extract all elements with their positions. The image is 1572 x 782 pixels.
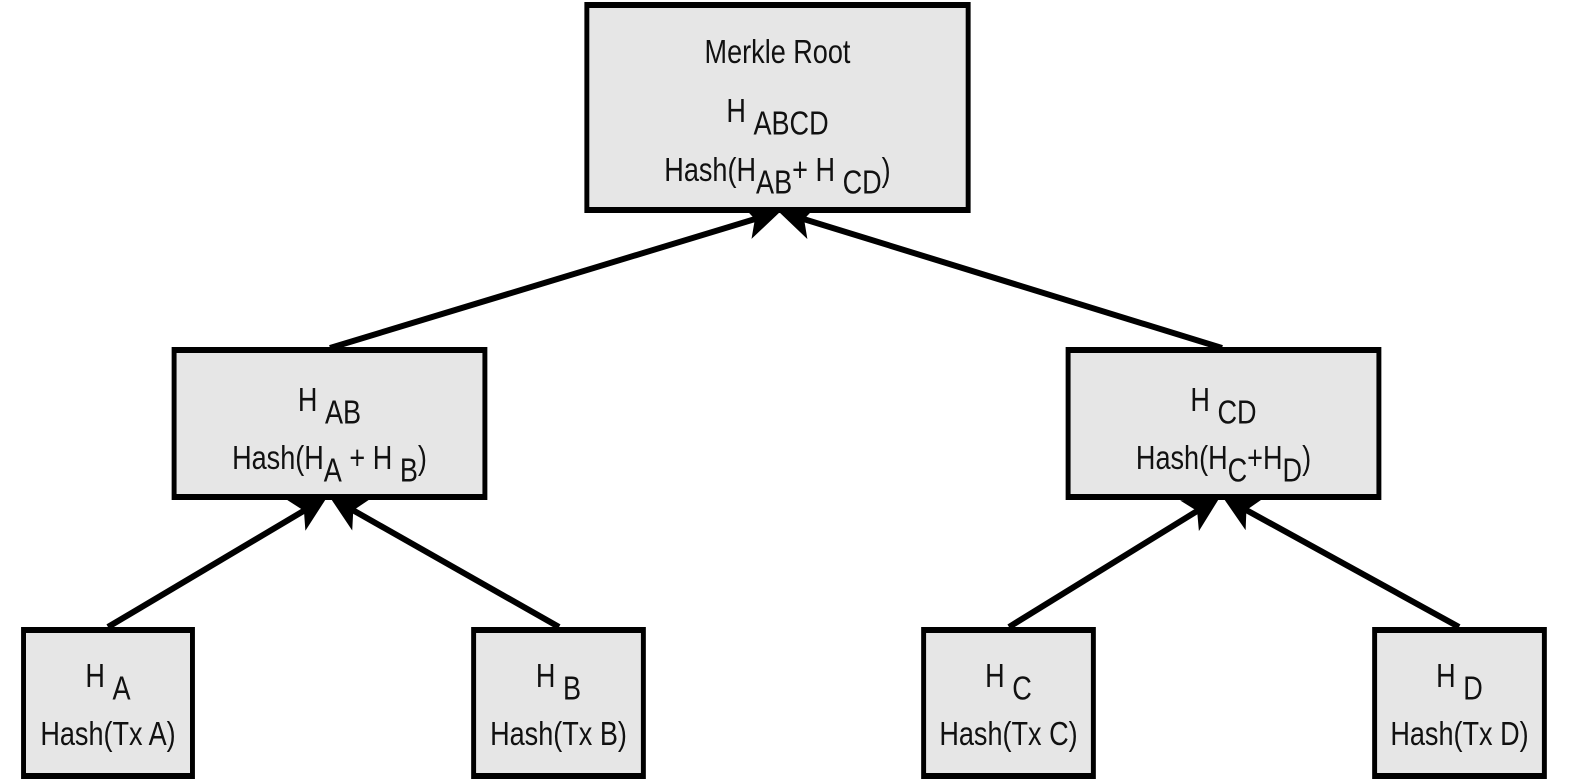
arrow-ab-to-root [329, 204, 781, 351]
hash-b-formula: Hash(Tx B) [490, 715, 627, 752]
root-title: Merkle Root [704, 33, 851, 70]
arrow-c-to-cd [1007, 496, 1221, 630]
hash-cd-formula: Hash(HC+HD) [1135, 439, 1312, 489]
arrow-cd-to-root [778, 204, 1223, 351]
arrow-d-to-cd [1222, 497, 1461, 630]
hash-d-formula: Hash(Tx D) [1390, 715, 1529, 752]
arrow-b-to-ab [329, 497, 561, 630]
arrow-a-to-ab [106, 496, 328, 630]
hash-c-formula: Hash(Tx C) [939, 715, 1078, 752]
hash-a-formula: Hash(Tx A) [40, 715, 176, 752]
